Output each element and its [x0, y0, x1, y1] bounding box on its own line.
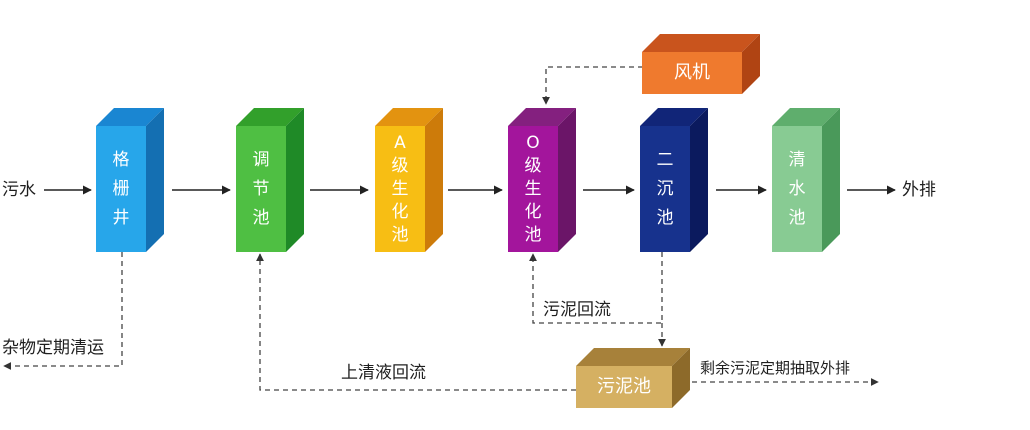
tank-a-stage-front-face — [375, 126, 425, 252]
inlet-label: 污水 — [2, 180, 36, 200]
tank-clear-water-side-face — [822, 108, 840, 252]
supernatant-return-line — [256, 253, 576, 391]
sludge-tank-box-top-face — [576, 348, 690, 366]
tank-secondary-settling-top-face — [640, 108, 708, 126]
tank-grille-side-face — [146, 108, 164, 252]
tank-o-stage-side-face — [558, 108, 576, 252]
blower-box-side-face — [742, 34, 760, 94]
tank-a-stage-side-face — [425, 108, 443, 252]
sludge-tank-box-front-face — [576, 366, 672, 408]
blower-box-top-face — [642, 34, 760, 52]
tank-grille-top-face — [96, 108, 164, 126]
tank-clear-water-top-face — [772, 108, 840, 126]
sludge-tank-box — [576, 348, 690, 408]
tank-clear-water-front-face — [772, 126, 822, 252]
tank-o-stage — [508, 108, 576, 252]
sludge-discharge-label: 剩余污泥定期抽取外排 — [700, 359, 851, 377]
tank-secondary-settling — [640, 108, 708, 252]
tank-regulating — [236, 108, 304, 252]
tank-secondary-settling-front-face — [640, 126, 690, 252]
debris-removal-label: 杂物定期清运 — [2, 338, 104, 358]
air-supply-line — [542, 66, 643, 105]
sludge-tank-box-side-face — [672, 348, 690, 408]
tank-a-stage — [375, 108, 443, 252]
debris-removal-line — [3, 252, 123, 370]
tank-o-stage-front-face — [508, 126, 558, 252]
sludge-return-line — [529, 252, 663, 324]
sludge-return-label: 污泥回流 — [543, 300, 611, 320]
tank-regulating-top-face — [236, 108, 304, 126]
blower-box-front-face — [642, 52, 742, 94]
tank-clear-water — [772, 108, 840, 252]
tank-regulating-front-face — [236, 126, 286, 252]
tank-grille-front-face — [96, 126, 146, 252]
supernatant-return-label: 上清液回流 — [341, 363, 426, 383]
outlet-label: 外排 — [902, 180, 936, 200]
tank-a-stage-top-face — [375, 108, 443, 126]
tank-o-stage-top-face — [508, 108, 576, 126]
tank-grille — [96, 108, 164, 252]
blower-box — [642, 34, 760, 94]
tank-secondary-settling-side-face — [690, 108, 708, 252]
tank-regulating-side-face — [286, 108, 304, 252]
